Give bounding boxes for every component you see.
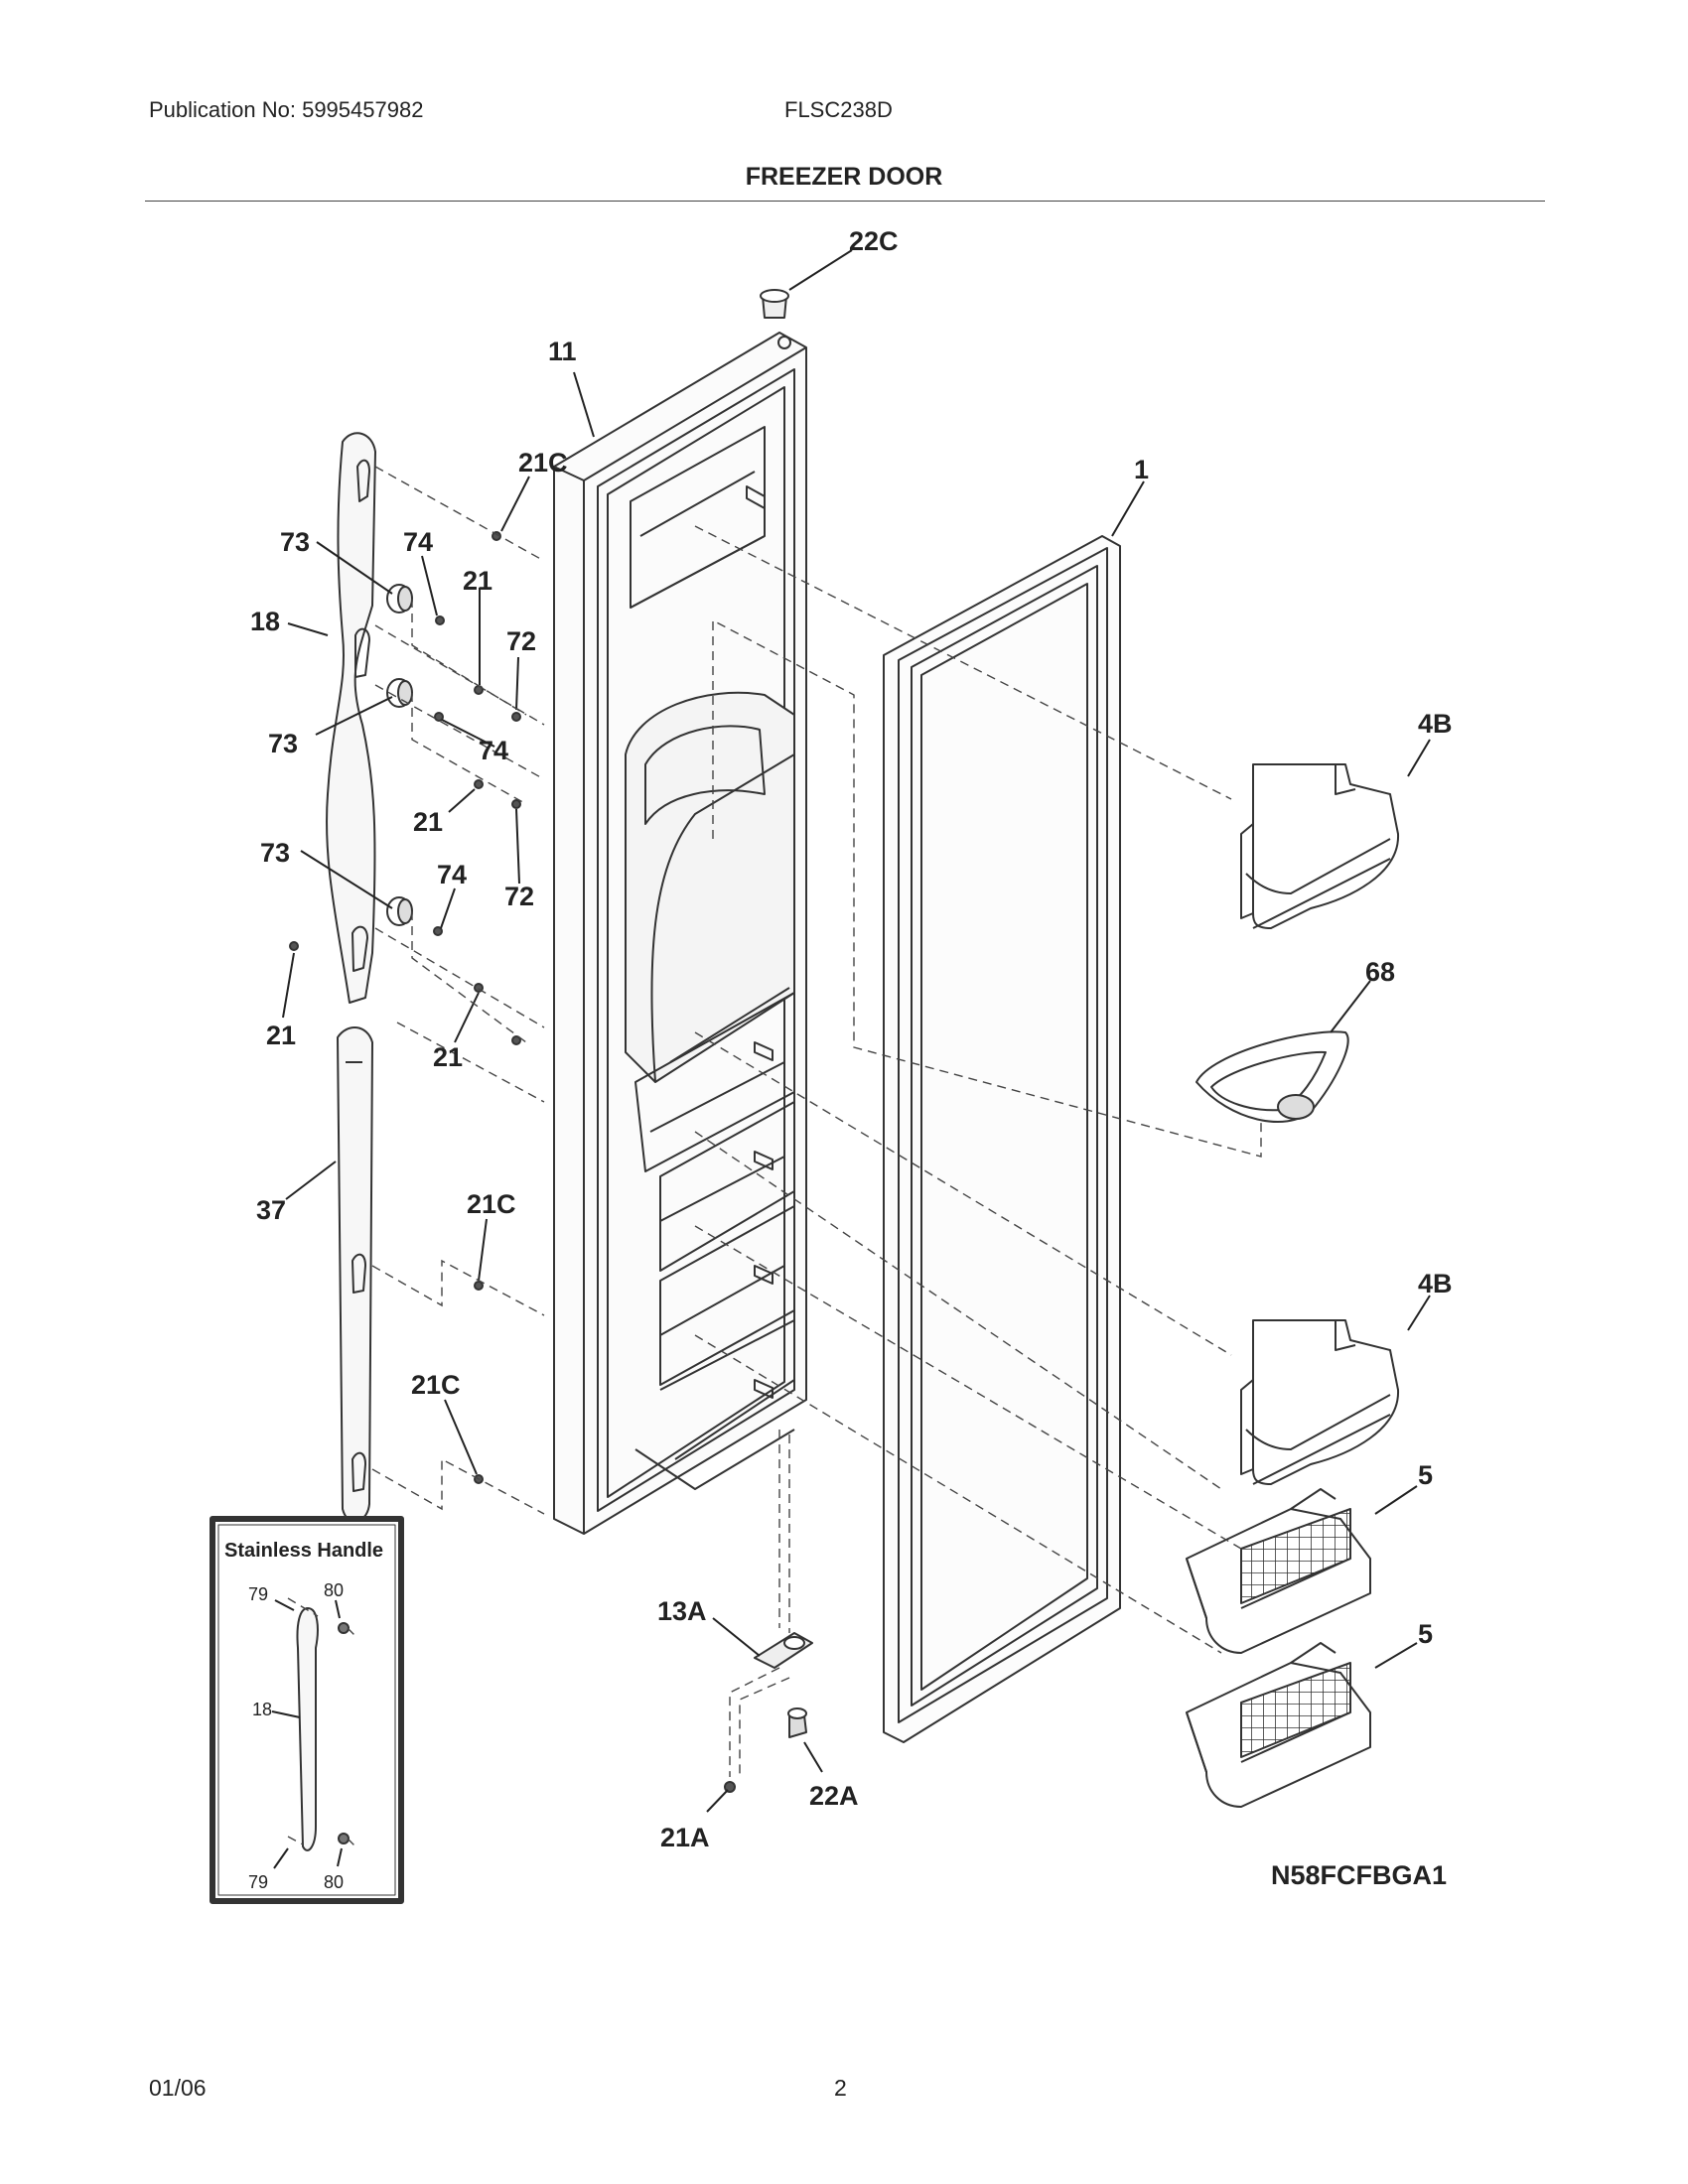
footer-date: 01/06: [149, 2075, 207, 2101]
label-21c-mid: 21C: [467, 1189, 516, 1219]
label-22c: 22C: [849, 226, 899, 256]
label-11: 11: [548, 337, 577, 366]
callout-labels: 22C 11 21C 1 73 74 21 18 72 73 74 21 73 …: [224, 226, 1453, 1892]
label-21-c: 21: [266, 1021, 296, 1050]
label-4b-a: 4B: [1418, 709, 1453, 739]
door-gasket-part-1: [883, 535, 1121, 1743]
header-divider: [145, 201, 1545, 202]
label-73-c: 73: [260, 838, 290, 868]
inset-label-18: 18: [252, 1700, 272, 1719]
label-21-d: 21: [433, 1042, 463, 1072]
label-68: 68: [1365, 957, 1395, 987]
door-bin-part-4b-lower: [1240, 1319, 1400, 1485]
door-panel-part-11: [553, 332, 807, 1535]
diagram-code: N58FCFBGA1: [1271, 1860, 1447, 1890]
bushings-part-73: [386, 584, 413, 926]
label-72-b: 72: [504, 882, 534, 911]
label-73-a: 73: [280, 527, 310, 557]
inset-title: Stainless Handle: [224, 1540, 383, 1562]
label-1: 1: [1134, 455, 1149, 484]
page-title: FREEZER DOOR: [745, 163, 943, 191]
label-37: 37: [256, 1195, 286, 1225]
label-5-b: 5: [1418, 1619, 1433, 1649]
label-22a: 22A: [809, 1781, 859, 1811]
wire-basket-part-5-upper: [1186, 1488, 1371, 1654]
stainless-handle-inset: [210, 1516, 404, 1904]
hinge-part-13a: [754, 1632, 813, 1738]
label-73-b: 73: [268, 729, 298, 758]
publication-number: Publication No: 5995457982: [149, 97, 424, 122]
label-4b-b: 4B: [1418, 1269, 1453, 1298]
label-74-a: 74: [403, 527, 433, 557]
ice-chute-part-68: [1196, 1030, 1349, 1123]
inset-label-79-b: 79: [248, 1872, 268, 1892]
dashed-assembly-lines: [287, 466, 1262, 1849]
inset-label-79-a: 79: [248, 1584, 268, 1604]
door-bin-part-4b-upper: [1240, 763, 1400, 929]
label-5-a: 5: [1418, 1460, 1433, 1490]
leader-lines: [271, 249, 1431, 1869]
label-72-a: 72: [506, 626, 536, 656]
door-cap-part-22c: [760, 289, 791, 349]
label-21a: 21A: [660, 1823, 710, 1852]
label-21c-top: 21C: [518, 448, 568, 478]
label-21c-low: 21C: [411, 1370, 461, 1400]
wire-basket-part-5-lower: [1186, 1642, 1371, 1808]
label-74-b: 74: [479, 736, 508, 765]
label-13a: 13A: [657, 1596, 707, 1626]
model-number: FLSC238D: [784, 97, 893, 122]
label-21-a: 21: [463, 566, 492, 596]
label-74-c: 74: [437, 860, 467, 889]
label-21-b: 21: [413, 807, 443, 837]
handle-trim-part-37: [337, 1026, 373, 1523]
label-18: 18: [250, 607, 280, 636]
inset-label-80-a: 80: [324, 1580, 344, 1600]
footer-page-number: 2: [834, 2075, 847, 2101]
inset-label-80-b: 80: [324, 1872, 344, 1892]
